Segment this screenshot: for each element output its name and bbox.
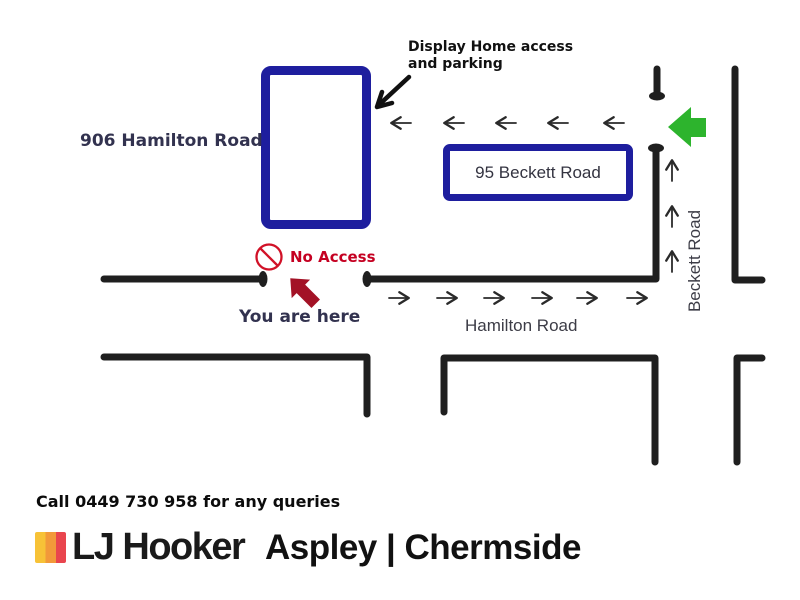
beckett-road-label: Beckett Road	[685, 209, 704, 313]
road-end-caps	[258, 91, 665, 287]
you-are-here-arrow-icon	[290, 278, 320, 308]
road-block-southcenter	[440, 354, 659, 466]
display-home-note: Display Home access and parking	[408, 39, 573, 73]
building-906-outline	[261, 66, 371, 229]
building-906-label: 906 Hamilton Road	[80, 131, 263, 151]
you-are-here-label: You are here	[239, 307, 361, 327]
office-name: Aspley | Chermside	[265, 528, 581, 567]
direction-arrows	[388, 116, 679, 305]
road-east-vertical	[731, 65, 766, 284]
hamilton-road-label: Hamilton Road	[465, 316, 578, 335]
green-entry-arrow-icon	[668, 107, 706, 147]
road-block-southwest	[100, 353, 371, 418]
building-95-outline: 95 Beckett Road	[443, 144, 633, 201]
display-home-note-line1: Display Home access	[408, 39, 574, 55]
display-home-note-line2: and parking	[408, 56, 503, 72]
brand-wordmark: LJ Hooker	[72, 526, 246, 568]
road-block-southeast	[733, 354, 766, 466]
no-entry-icon	[255, 243, 283, 271]
roads	[100, 65, 766, 466]
brand-stripes-icon	[35, 532, 66, 563]
road-hamilton-east-beckett	[363, 144, 660, 283]
building-95-label: 95 Beckett Road	[475, 162, 601, 182]
no-access-label: No Access	[290, 248, 376, 266]
annotation-arrow-icon	[374, 74, 412, 110]
call-note: Call 0449 730 958 for any queries	[36, 492, 341, 511]
